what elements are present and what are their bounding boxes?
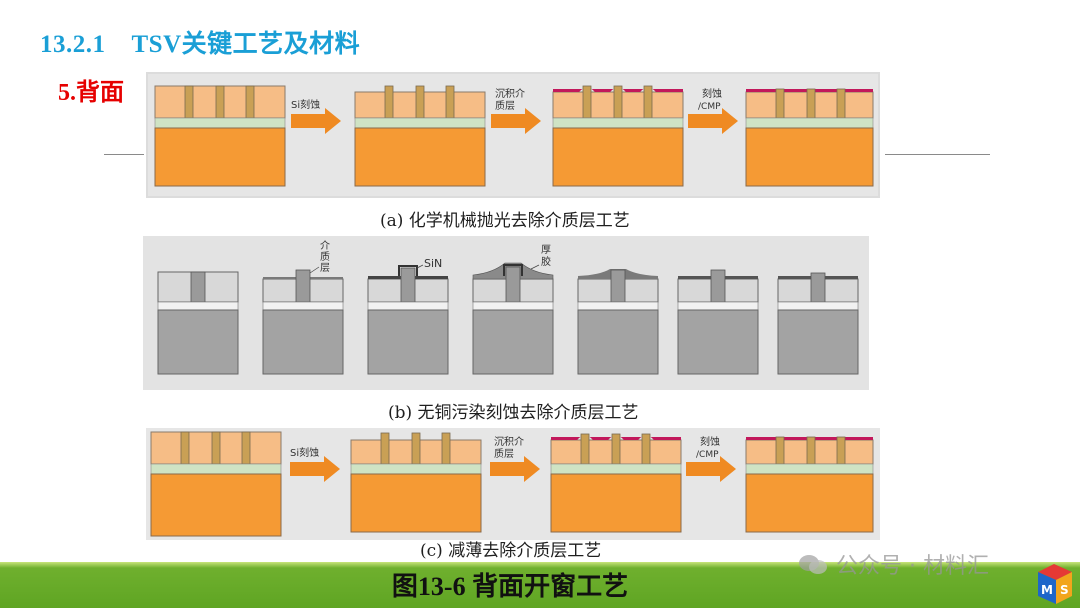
panel-b-callout-dielectric-2: 质 — [320, 251, 330, 263]
panel-b-callout-thick-film-1: 厚 — [541, 244, 551, 256]
panel-a-arrow-3: 刻蚀 /CMP — [688, 87, 738, 134]
divider-right — [885, 154, 990, 155]
section-title: TSV关键工艺及材料 — [131, 31, 361, 58]
panel-b-diagram: 介 质 层 SiN 厚 胶 — [143, 236, 869, 390]
panel-b-caption: (b) 无铜污染刻蚀去除介质层工艺 — [388, 403, 639, 423]
panel-c-arrow-3-label-2: /CMP — [696, 450, 719, 460]
panel-c-arrow-1: Si刻蚀 — [290, 446, 340, 482]
panel-c-step-2 — [350, 432, 482, 533]
brand-logo-icon: M S — [1038, 564, 1072, 604]
panel-a-step-1 — [154, 85, 286, 187]
panel-a-step-3 — [552, 85, 684, 187]
panel-a-arrow-3-label-2: /CMP — [698, 102, 721, 112]
panel-c-arrow-2: 沉积介 质层 — [490, 435, 540, 482]
panel-c-arrow-1-label-1: Si刻蚀 — [290, 446, 319, 459]
panel-a-arrow-1-label-1: Si刻蚀 — [291, 98, 320, 111]
svg-text:M: M — [1041, 583, 1053, 597]
watermark-text: 公众号 · 材料汇 — [836, 554, 989, 579]
panel-b-callout-thick-film-2: 胶 — [541, 255, 551, 268]
panel-a-arrow-2-label-2: 质层 — [495, 100, 515, 112]
panel-c-diagram: Si刻蚀 沉积介 质层 刻蚀 /CMP — [146, 428, 880, 540]
slide-subtitle: 5.背面 — [58, 80, 124, 106]
panel-b-step-3: SiN — [367, 257, 449, 375]
panel-c-step-4 — [745, 436, 874, 533]
panel-c-arrow-3: 刻蚀 /CMP — [686, 435, 736, 482]
figure-title: 图13-6 背面开窗工艺 — [391, 572, 629, 601]
panel-b-step-1 — [157, 271, 239, 375]
panel-b-step-5 — [577, 269, 659, 375]
panel-c-arrow-2-label-2: 质层 — [494, 448, 514, 460]
panel-b-step-4: 厚 胶 — [472, 244, 554, 375]
section-heading: 13.2.1 TSV关键工艺及材料 — [40, 24, 360, 60]
panel-b-step-6 — [677, 269, 759, 375]
panel-c-caption: (c) 减薄去除介质层工艺 — [420, 541, 602, 561]
svg-text:S: S — [1060, 583, 1069, 597]
panel-c-step-3 — [550, 433, 682, 533]
footer-bar — [0, 562, 1080, 608]
wechat-icon — [799, 555, 827, 574]
panel-a-step-2 — [354, 85, 486, 187]
divider-left — [104, 154, 144, 155]
panel-a-arrow-2: 沉积介 质层 — [491, 87, 541, 134]
panel-a-caption: (a) 化学机械抛光去除介质层工艺 — [380, 211, 630, 231]
panel-a-step-4 — [745, 88, 874, 187]
panel-c-arrow-3-label-1: 刻蚀 — [700, 435, 720, 448]
watermark: 公众号 · 材料汇 — [798, 548, 989, 580]
panel-c-step-1 — [150, 431, 282, 537]
panel-b-callout-dielectric-1: 介 — [320, 240, 330, 252]
panel-a-arrow-3-label-1: 刻蚀 — [702, 87, 722, 100]
panel-a-arrow-2-label-1: 沉积介 — [495, 87, 525, 100]
section-number: 13.2.1 — [40, 31, 106, 58]
panel-b-step-2: 介 质 层 — [262, 240, 344, 375]
panel-b-step-7 — [777, 272, 859, 375]
panel-a-diagram: Si刻蚀 沉积介 质层 刻蚀 /CMP — [146, 72, 880, 198]
panel-c-arrow-2-label-1: 沉积介 — [494, 435, 524, 448]
panel-a-arrow-1: Si刻蚀 — [291, 98, 341, 134]
panel-b-callout-dielectric-3: 层 — [320, 262, 330, 274]
panel-b-callout-sin: SiN — [424, 257, 442, 270]
